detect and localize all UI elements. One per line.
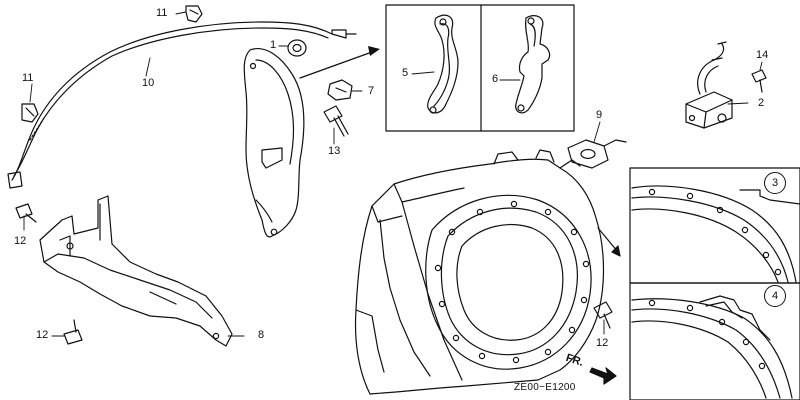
bolt-part-12-right xyxy=(593,301,613,329)
detail-marker-3: 3 xyxy=(764,172,786,194)
wire-harness-part-10 xyxy=(7,21,357,189)
arrowhead-to-inset xyxy=(368,46,380,56)
arrow-to-inset xyxy=(299,51,373,79)
callout-1: 1 xyxy=(270,39,277,51)
bolt-part-13 xyxy=(323,105,349,137)
bracket-part-5 xyxy=(427,14,459,114)
callout-6: 6 xyxy=(492,73,499,85)
fan-cover-shroud xyxy=(354,149,605,395)
callout-10: 10 xyxy=(142,77,155,89)
switch-box-part-2 xyxy=(685,41,733,129)
callout-14: 14 xyxy=(756,49,769,61)
callout-8: 8 xyxy=(258,329,265,341)
guide-plate-part-8 xyxy=(39,195,233,347)
callout-12-lower: 12 xyxy=(36,329,49,341)
callout-12-right: 12 xyxy=(596,337,609,349)
bracket-part-6 xyxy=(515,15,551,114)
arrow-to-detail xyxy=(597,227,621,257)
drawing-code: ZE00−E1200 xyxy=(514,382,576,393)
bolt-part-12-upper xyxy=(15,203,37,223)
connector-plug xyxy=(7,171,23,189)
inset-box-5-6 xyxy=(385,4,575,132)
clip-part-11-top xyxy=(185,5,203,23)
callout-5: 5 xyxy=(402,67,409,79)
detail-box-4 xyxy=(629,282,800,400)
callout-11-left: 11 xyxy=(22,72,34,84)
callout-13: 13 xyxy=(328,145,341,157)
callout-12-upper: 12 xyxy=(14,235,27,247)
bolt-part-12-lower xyxy=(63,319,83,345)
clip-part-11-left xyxy=(21,103,39,123)
callout-7: 7 xyxy=(368,85,375,97)
callout-2: 2 xyxy=(758,97,765,109)
grommet-part-1 xyxy=(287,39,307,57)
callout-9: 9 xyxy=(596,109,603,121)
shroud-cover-plate xyxy=(243,48,305,238)
leader-lines xyxy=(23,11,763,337)
nut-part-7 xyxy=(327,79,353,101)
callout-11-top: 11 xyxy=(156,7,168,19)
front-arrow xyxy=(589,367,617,385)
detail-marker-4: 4 xyxy=(764,285,786,307)
bolt-part-14 xyxy=(751,69,767,93)
stop-switch-part-9 xyxy=(567,139,627,169)
